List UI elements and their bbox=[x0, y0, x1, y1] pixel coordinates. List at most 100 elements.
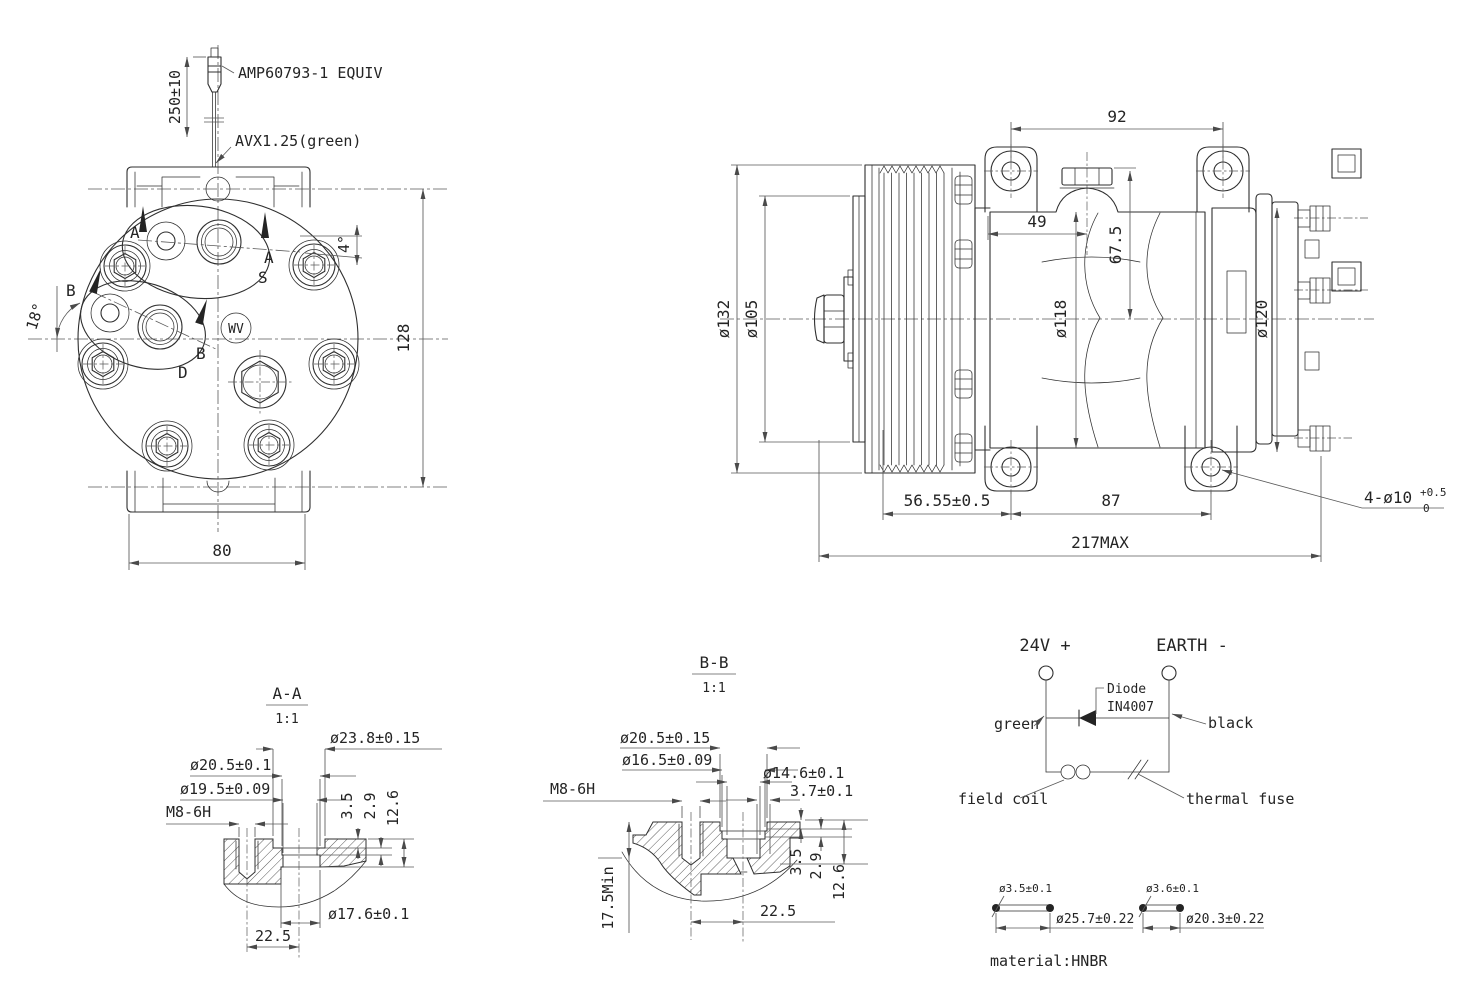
compressor-housing bbox=[974, 167, 1206, 451]
rear-bolt bbox=[1297, 277, 1331, 304]
bolt bbox=[288, 239, 340, 291]
material-label: material:HNBR bbox=[990, 952, 1108, 970]
section-a-label-left: A bbox=[130, 223, 140, 242]
aa-d176-label: ø17.6±0.1 bbox=[328, 905, 409, 923]
bb-d205-label: ø20.5±0.15 bbox=[620, 729, 710, 747]
section-aa-dimensions: ø23.8±0.15 ø20.5±0.1 ø19.5±0.09 M8-6H 3.… bbox=[166, 729, 442, 950]
oring-right-od-label: ø20.3±0.22 bbox=[1186, 912, 1264, 927]
oring-right: ø3.6±0.1 ø20.3±0.22 bbox=[1138, 882, 1264, 933]
bb-m8-label: M8-6H bbox=[550, 780, 595, 798]
aa-d126-label: 12.6 bbox=[384, 790, 402, 826]
angle-4-label: 4° bbox=[335, 235, 353, 253]
terminal-negative-label: EARTH - bbox=[1156, 636, 1228, 656]
dim-128: 128 bbox=[394, 188, 426, 488]
bolt bbox=[243, 419, 295, 471]
bolt bbox=[141, 420, 193, 472]
section-bb: B-B 1:1 ø20.5±0.15 ø16.5±0.09 ø14.6±0.1 … bbox=[543, 653, 868, 944]
wire-length-label: 250±10 bbox=[166, 70, 184, 124]
bb-d165-label: ø16.5±0.09 bbox=[622, 751, 712, 769]
section-aa-scale: 1:1 bbox=[275, 712, 298, 727]
bb-d225-label: 22.5 bbox=[760, 902, 796, 920]
dim-mount-holes-label: 4-ø10 bbox=[1364, 488, 1412, 507]
dim-49-label: 49 bbox=[1027, 212, 1046, 231]
dim-d118-label: ø118 bbox=[1051, 300, 1070, 339]
suction-label: S bbox=[258, 268, 268, 287]
wire-type-label: AVX1.25(green) bbox=[235, 132, 361, 150]
suction-port-boss bbox=[121, 204, 271, 300]
dim-80: 80 bbox=[128, 514, 306, 570]
oring-left-cs-label: ø3.5±0.1 bbox=[999, 882, 1052, 895]
aa-d238-label: ø23.8±0.15 bbox=[330, 729, 420, 747]
diode-label: Diode bbox=[1107, 682, 1146, 697]
connector-label: AMP60793-1 EQUIV bbox=[238, 64, 383, 82]
section-a-label-right: A bbox=[264, 248, 274, 267]
bb-d35-label: 3.5 bbox=[787, 848, 805, 875]
front-bottom-bracket bbox=[126, 470, 311, 513]
section-b-label-left: B bbox=[66, 281, 76, 300]
dim-80-label: 80 bbox=[212, 541, 231, 560]
thermal-fuse-symbol bbox=[1123, 759, 1170, 780]
section-line-a: A A S bbox=[130, 206, 301, 287]
aa-d29-label: 2.9 bbox=[361, 792, 379, 819]
dim-675-label: 67.5 bbox=[1106, 226, 1125, 265]
dim-d105-label: ø105 bbox=[742, 300, 761, 339]
discharge-label: D bbox=[178, 363, 188, 382]
shaft-hex-plug bbox=[228, 350, 292, 414]
dim-mount-holes-upper-tol: +0.5 bbox=[1420, 486, 1447, 499]
field-coil-symbol bbox=[1045, 764, 1125, 780]
dim-217-label: 217MAX bbox=[1071, 533, 1129, 552]
bolt bbox=[308, 338, 360, 390]
oring-left: ø3.5±0.1 ø25.7±0.22 bbox=[991, 882, 1134, 933]
front-top-bracket bbox=[126, 166, 311, 208]
rear-head bbox=[1211, 148, 1362, 453]
suction-port bbox=[146, 219, 242, 265]
diode-part-label: IN4007 bbox=[1107, 700, 1154, 715]
aa-d195-label: ø19.5±0.09 bbox=[180, 780, 270, 798]
dim-5655-label: 56.55±0.5 bbox=[904, 491, 991, 510]
side-view: 92 49 67.5 ø132 ø105 ø118 ø120 56.55±0.5… bbox=[714, 107, 1447, 562]
dim-92-label: 92 bbox=[1107, 107, 1126, 126]
dim-87-label: 87 bbox=[1101, 491, 1120, 510]
section-b-label-right: B bbox=[196, 344, 206, 363]
dim-128-label: 128 bbox=[394, 324, 413, 353]
oring-left-od-label: ø25.7±0.22 bbox=[1056, 912, 1134, 927]
bb-d37-label: 3.7±0.1 bbox=[790, 782, 853, 800]
section-aa: A-A 1:1 ø23.8±0.15 ø20.5±0.1 ø19.5±0.09 … bbox=[166, 684, 442, 958]
oring-details: ø3.5±0.1 ø25.7±0.22 ø3.6±0.1 ø20.3±0.22 … bbox=[990, 882, 1264, 970]
rear-bolt bbox=[1297, 205, 1331, 232]
lead-wire: AMP60793-1 EQUIV AVX1.25(green) 250±10 bbox=[166, 47, 383, 168]
negative-terminal bbox=[1161, 665, 1177, 681]
terminal-positive-label: 24V + bbox=[1019, 636, 1070, 656]
thermal-fuse-label: thermal fuse bbox=[1186, 790, 1294, 808]
oring-right-cs-label: ø3.6±0.1 bbox=[1146, 882, 1199, 895]
side-dimensions: 92 49 67.5 ø132 ø105 ø118 ø120 56.55±0.5… bbox=[714, 107, 1447, 562]
aa-d35-label: 3.5 bbox=[338, 792, 356, 819]
bolt bbox=[99, 240, 151, 292]
green-wire-label: green bbox=[994, 715, 1039, 733]
aa-m8-label: M8-6H bbox=[166, 803, 211, 821]
aa-d225-label: 22.5 bbox=[255, 927, 291, 945]
diode-symbol bbox=[1078, 709, 1096, 727]
bolt bbox=[77, 338, 129, 390]
bb-d146-label: ø14.6±0.1 bbox=[763, 764, 844, 782]
rear-bolt bbox=[1297, 425, 1331, 452]
dim-d132-label: ø132 bbox=[714, 300, 733, 339]
wv-logo: WV bbox=[228, 322, 244, 337]
bb-d175-label: 17.5Min bbox=[599, 866, 617, 929]
bb-d126-label: 12.6 bbox=[830, 864, 848, 900]
dim-angle-4: 4° bbox=[300, 224, 363, 266]
section-aa-title: A-A bbox=[273, 684, 302, 703]
aa-d205-label: ø20.5±0.1 bbox=[190, 756, 271, 774]
compressor-body-outline bbox=[77, 198, 359, 480]
top-port-fitting bbox=[1061, 167, 1113, 186]
front-view: WV A A S B B D 18° 4° bbox=[22, 45, 448, 570]
black-wire-label: black bbox=[1208, 714, 1253, 732]
dim-d120-label: ø120 bbox=[1252, 300, 1271, 339]
section-line-b: B B D bbox=[66, 268, 219, 382]
section-bb-dimensions: ø20.5±0.15 ø16.5±0.09 ø14.6±0.1 3.7±0.1 … bbox=[543, 729, 868, 933]
field-coil-label: field coil bbox=[958, 790, 1048, 808]
wv-logo-circle bbox=[220, 312, 252, 344]
bb-d29-label: 2.9 bbox=[807, 852, 825, 879]
